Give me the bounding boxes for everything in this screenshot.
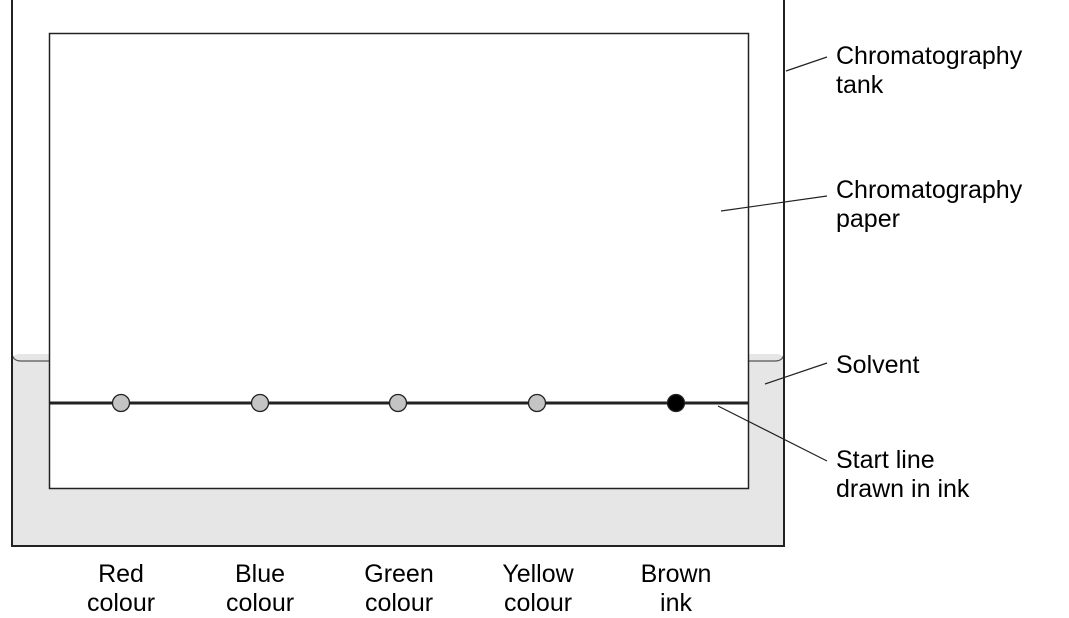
sample-label-yellow-line1: Yellow: [502, 560, 574, 588]
sample-label-red-line1: Red: [98, 560, 144, 588]
sample-spots: [111, 393, 686, 413]
sample-label-red: Red colour: [56, 560, 186, 618]
tank-label-line1: Chromatography: [836, 42, 1023, 70]
paper-label-line2: paper: [836, 205, 900, 233]
tank-outline: [11, 0, 785, 547]
sample-label-green-line1: Green: [364, 560, 434, 588]
sample-label-brown-line1: Brown: [640, 560, 712, 588]
sample-label-blue: Blue colour: [195, 560, 325, 618]
tank-leader-line: [785, 56, 828, 72]
start-line-label-line1: Start line: [836, 446, 935, 474]
solvent-label: Solvent: [836, 351, 919, 380]
start-line-label-line2: drawn in ink: [836, 475, 970, 503]
sample-spot-green: [388, 393, 408, 413]
sample-label-green-line2: colour: [364, 589, 434, 617]
sample-label-blue-line1: Blue: [234, 560, 286, 588]
tank-label-line2: tank: [836, 71, 884, 99]
sample-spot-red: [111, 393, 131, 413]
sample-label-brown-line2: ink: [660, 589, 692, 617]
solvent-leader-line: [764, 362, 828, 385]
paper-leader-line: [720, 195, 828, 212]
sample-label-yellow: Yellow colour: [473, 560, 603, 618]
chromatography-paper: [48, 32, 750, 490]
start-line-label: Start line drawn in ink: [836, 446, 969, 504]
paper-label-line1: Chromatography: [836, 176, 1023, 204]
sample-spot-yellow: [527, 393, 547, 413]
tank-label: Chromatography tank: [836, 42, 1022, 100]
start-line-leader-line: [717, 405, 828, 462]
sample-label-red-line2: colour: [86, 589, 156, 617]
sample-label-green: Green colour: [334, 560, 464, 618]
sample-spot-brown: [666, 393, 686, 413]
solvent-label-line1: Solvent: [836, 351, 920, 379]
sample-label-yellow-line2: colour: [503, 589, 573, 617]
paper-label: Chromatography paper: [836, 176, 1022, 234]
sample-label-blue-line2: colour: [225, 589, 295, 617]
sample-spot-blue: [250, 393, 270, 413]
sample-label-brown: Brown ink: [611, 560, 741, 618]
